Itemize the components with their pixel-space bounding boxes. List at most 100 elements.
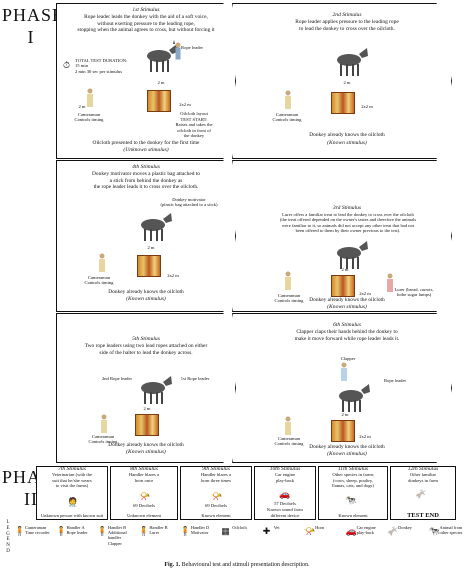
legend-text: Handler A Rope leader — [66, 525, 88, 536]
stimulus-9-text: Handler blares a horn three times — [200, 472, 232, 483]
dist-2x2m: 2x2 m — [359, 434, 371, 439]
motivator-label: Donkey motivator (plastic bag attached t… — [160, 197, 218, 208]
stimulus-1-bottom: Oilcloth presented to the donkey for the… — [92, 140, 200, 146]
stimulus-1-time: TOTAL TEST DURATION: 15 min 2 min 30 sec… — [75, 58, 128, 74]
stimulus-11-box: 11th Stimulus Other species in farms (co… — [318, 466, 388, 520]
legend-icon: ▦ — [221, 526, 230, 536]
legend-text: Car engine play-back — [356, 525, 376, 536]
stimulus-11-foot: Known element — [338, 512, 368, 518]
stimulus-5-panel: 5th Stimulus Two rope leaders using two … — [56, 313, 236, 463]
lurer-figure — [385, 273, 395, 298]
stimulus-4-known: (Known stimulus) — [126, 296, 166, 302]
dist-2x2m: 2x2 m — [361, 104, 373, 109]
stimulus-2-text: Rope leader applies pressure to the lead… — [295, 19, 399, 32]
animal-icon: 🐄 — [345, 495, 357, 505]
dist-2m: 2 m — [343, 80, 351, 85]
clock-icon: ⏱ — [63, 60, 71, 70]
cameraman-figure — [85, 88, 95, 113]
stimulus-6-panel: 6th Stimulus Clapper claps their hands b… — [232, 313, 452, 463]
rope-leader-1-label: 1st Rope leader — [180, 376, 210, 381]
cameraman-label: Cameraman Controls timing — [74, 112, 104, 123]
donkey-figure — [329, 44, 369, 83]
stimulus-8-title: 8th Stimulus — [130, 466, 158, 472]
stimulus-1-text: Rope leader leads the donkey with the ai… — [77, 14, 215, 33]
legend-item: 🧍Handler D Motivator — [180, 524, 221, 554]
stimulus-4-panel: 4th Stimulus Donkey motivator moves a pl… — [56, 160, 236, 312]
legend-item: 🚗Car engine play-back — [346, 524, 387, 554]
donkey-figure — [133, 209, 173, 248]
horn-icon: 📯 — [211, 491, 223, 501]
donkey-figure — [133, 372, 173, 411]
legend-text: Cameraman Time recorder — [25, 525, 50, 536]
stimulus-4-title: 4th Stimulus — [132, 164, 160, 170]
legend-icon: 📯 — [304, 526, 316, 536]
stimulus-7-title: 7th Stimulus — [58, 466, 86, 472]
legend-text: Vet — [273, 525, 280, 530]
dist-2m: 2 m — [143, 406, 151, 411]
stimulus-1-known: (Unknown stimulus) — [123, 147, 169, 153]
test-end-label: TEST END — [407, 511, 439, 519]
cameraman-label: Cameraman Controls timing — [274, 436, 304, 447]
legend-item: ✚Vet — [263, 524, 304, 554]
stimulus-11-title: 11th Stimulus — [337, 466, 369, 472]
rope-leader-2-label: 2nd Rope leader — [101, 376, 133, 381]
horn-icon: 📯 — [139, 491, 151, 501]
legend-icon: 🧍 — [138, 526, 150, 536]
dist-2m: 2 m — [341, 412, 349, 417]
cameraman-label: Cameraman Controls timing — [88, 434, 118, 445]
legend-text: Handler B Additional handler Clapper — [107, 525, 127, 546]
stimulus-12-text: Other familiar donkeys in farm — [408, 472, 438, 483]
cameraman-figure — [283, 90, 293, 115]
stimulus-2-title: 2nd Stimulus — [332, 12, 362, 18]
legend-item: 🧍Handler B Additional handler Clapper — [97, 524, 138, 554]
stimulus-3-bottom: Donkey already knows the oilcloth — [309, 297, 385, 303]
legend-item: 🧍Handler B Lurer — [138, 524, 179, 554]
cameraman-label: Cameraman Controls timing — [272, 112, 302, 123]
car-icon: 🚗 — [279, 489, 291, 499]
stimulus-2-bottom: Donkey already knows the oilcloth — [309, 132, 385, 138]
clapper-label: Clapper — [340, 356, 356, 361]
legend-text: Oilcloth — [232, 525, 247, 530]
legend-icon: 🚗 — [345, 526, 357, 536]
legend-text: Horn — [315, 525, 325, 530]
stimulus-9-foot: Known element — [201, 512, 231, 518]
stimulus-4-text: Donkey motivator moves a plastic bag att… — [92, 171, 200, 190]
stimulus-8-val: 69 Decibels — [133, 503, 155, 508]
stimulus-2-known: (Known stimulus) — [327, 140, 367, 146]
stimulus-3-text: Lurer offers a familiar treat to lead th… — [279, 212, 417, 234]
legend-icon: ✚ — [262, 526, 271, 536]
legend-icon: 🧍 — [179, 526, 192, 536]
legend-item: ▦Oilcloth — [221, 524, 262, 554]
donkey-icon: 🫏 — [415, 489, 427, 499]
oilcloth — [331, 92, 355, 114]
stimulus-5-bottom: Donkey already knows the oilcloth — [108, 442, 184, 448]
legend-icon: 🧍 — [96, 526, 109, 536]
stimulus-2-panel: 2nd Stimulus Rope leader applies pressur… — [232, 3, 452, 159]
dist-2x2m: 2x2 m — [167, 273, 179, 278]
rope-leader-figure — [174, 42, 182, 65]
legend-label: L E G E N D — [6, 520, 10, 554]
stimulus-8-text: Handler blares a horn once — [128, 472, 160, 483]
legend-item: 🧍Handler A Rope leader — [55, 524, 96, 554]
dist-2m-a: 2 m — [157, 80, 165, 85]
stimulus-12-title: 12th Stimulus — [407, 466, 439, 472]
oilcloth-layout-label: Oilcloth layout — [180, 111, 208, 116]
stimulus-5-text: Two rope leaders using two lead ropes at… — [84, 343, 208, 356]
stimulus-10-text: Car engine play-back — [274, 472, 296, 483]
cameraman-label: Cameraman Controls timing — [84, 275, 114, 286]
stimulus-3-panel: 3rd Stimulus Lurer offers a familiar tre… — [232, 160, 452, 312]
legend-item: 📯Horn — [304, 524, 345, 554]
lurer-label: Lurer (bread, carrots, forbe sugar lumps… — [394, 287, 434, 298]
stimulus-1-title: 1st Stimulus — [132, 7, 160, 13]
cameraman-figure — [99, 414, 109, 439]
cameraman-label: Cameraman Controls timing — [274, 293, 304, 304]
donkey-figure — [139, 40, 179, 79]
stimulus-5-title: 5th Stimulus — [132, 336, 160, 342]
oilcloth — [147, 90, 171, 112]
legend-icon: 🧍 — [14, 526, 26, 536]
stimulus-10-box: 10th Stimulus Car engine play-back 🚗 57 … — [254, 466, 316, 520]
stimulus-6-title: 6th Stimulus — [333, 322, 361, 328]
legend-item: 🐄Animal from other species — [429, 524, 470, 554]
stimulus-10-val: 57 Decibels — [274, 501, 296, 506]
stimulus-1-panel: 1st Stimulus Rope leader leads the donke… — [56, 3, 236, 159]
